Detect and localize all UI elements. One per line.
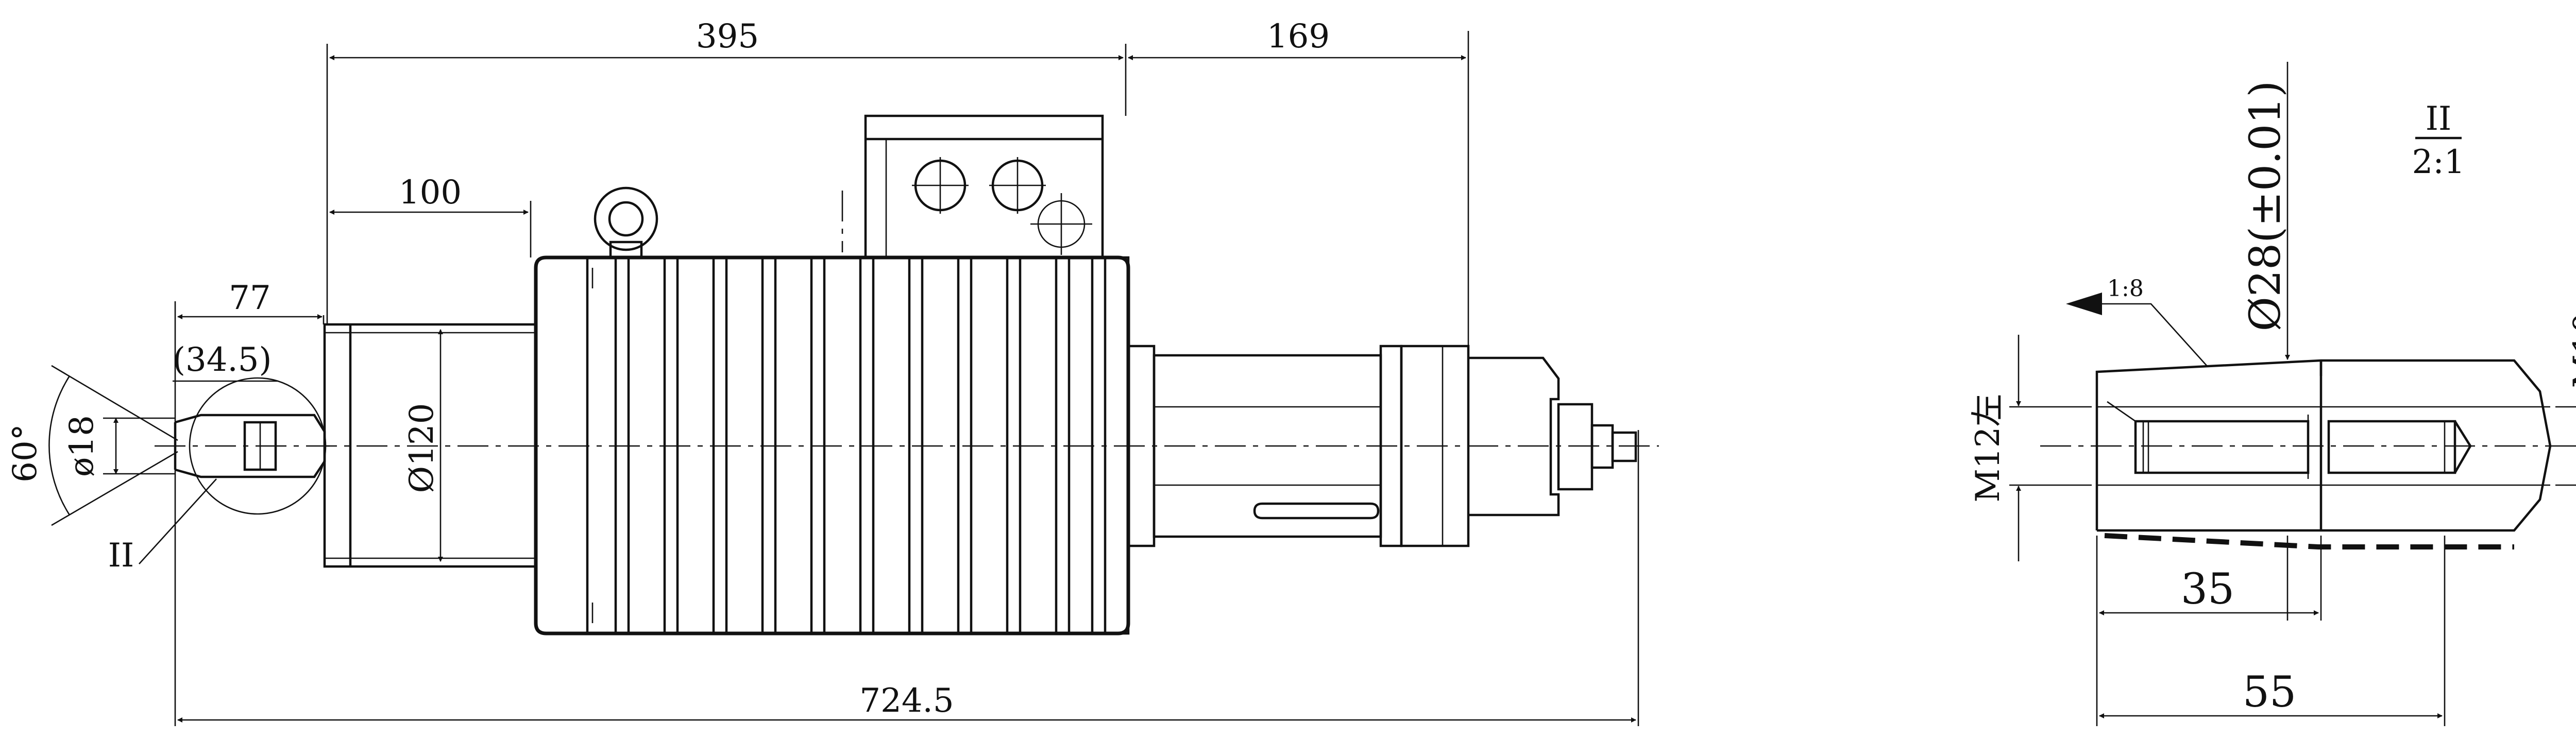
dim-thread-left: M12左 bbox=[1969, 394, 2007, 503]
dim-35: 35 bbox=[2181, 565, 2234, 614]
dim-55: 55 bbox=[2243, 668, 2296, 717]
main-view: 395 169 100 77 (34.5) 724.5 Ø120 ø18 60°… bbox=[6, 18, 1659, 726]
dim-395: 395 bbox=[696, 18, 759, 56]
dim-body-diameter: Ø120 bbox=[403, 403, 441, 493]
detail-title: II bbox=[2426, 100, 2452, 138]
dim-100: 100 bbox=[399, 174, 462, 212]
detail-part bbox=[2095, 359, 2552, 549]
cooling-fins bbox=[614, 257, 1107, 633]
dim-taper: 1:8 bbox=[2107, 276, 2144, 302]
dim-724-5: 724.5 bbox=[859, 682, 954, 720]
dim-77: 77 bbox=[229, 279, 270, 317]
dim-diameter-tolerance: Ø28(±0.01) bbox=[2241, 81, 2290, 332]
dim-thread-right: M10 bbox=[2567, 313, 2576, 388]
dim-nose-diameter: ø18 bbox=[63, 415, 101, 477]
motor-body bbox=[534, 255, 1130, 635]
front-housing bbox=[323, 323, 537, 568]
dimension-lines bbox=[48, 55, 1636, 723]
detail-callout-label: II bbox=[108, 537, 134, 575]
terminal-box bbox=[841, 114, 1104, 259]
rear-housing bbox=[1127, 345, 1637, 547]
dim-cone-angle: 60° bbox=[6, 424, 44, 482]
lifting-eye bbox=[594, 186, 658, 259]
detail-view: II 2:1 bbox=[1969, 62, 2576, 726]
extension-lines bbox=[174, 31, 1639, 726]
dim-169: 169 bbox=[1267, 18, 1330, 56]
detail-scale: 2:1 bbox=[2412, 143, 2465, 181]
detail-dimension-lines bbox=[2009, 62, 2576, 726]
dim-34-5: (34.5) bbox=[173, 341, 272, 379]
